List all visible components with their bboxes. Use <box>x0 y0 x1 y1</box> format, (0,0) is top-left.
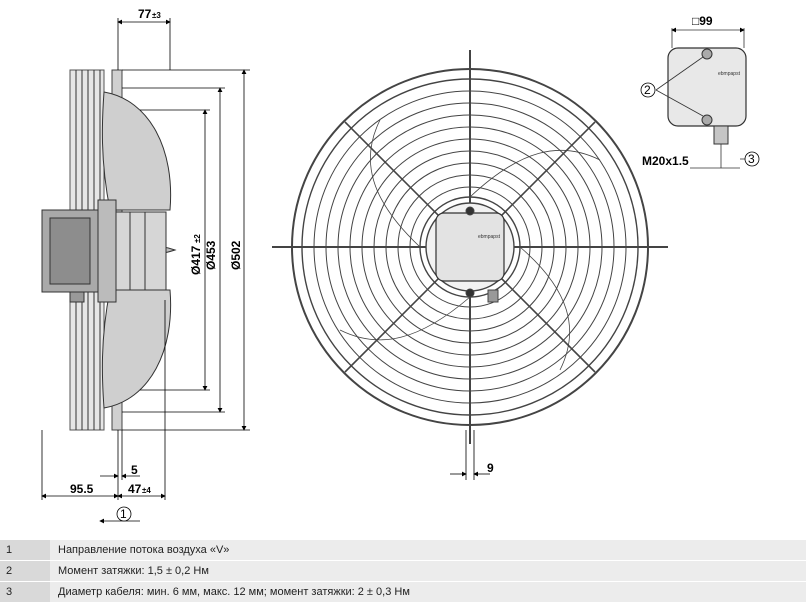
legend-text: Момент затяжки: 1,5 ± 0,2 Нм <box>50 560 806 582</box>
svg-text:1: 1 <box>120 507 127 521</box>
terminal-box-detail <box>655 27 747 169</box>
callout-2: 2 <box>640 82 656 98</box>
legend-text: Диаметр кабеля: мин. 6 мм, макс. 12 мм; … <box>50 581 806 603</box>
side-dimensions <box>41 18 250 524</box>
front-view <box>272 50 668 444</box>
dim-thread: M20x1.5 <box>642 154 689 168</box>
dim-417-tol: ±2 <box>193 234 202 243</box>
dim-95-5: 95.5 <box>70 482 94 496</box>
legend-row: 2 Момент затяжки: 1,5 ± 0,2 Нм <box>0 560 806 582</box>
front-box-logo: ebmpapst <box>478 234 501 240</box>
legend-number: 2 <box>0 560 50 582</box>
technical-drawing: 77 ±3 Ø417 ±2 Ø453 Ø502 5 95.5 47 ±4 1 <box>41 7 760 524</box>
dim-5: 5 <box>131 463 138 477</box>
legend-row: 3 Диаметр кабеля: мин. 6 мм, макс. 12 мм… <box>0 581 806 603</box>
callout-1: 1 <box>116 506 132 522</box>
dim-502: Ø502 <box>229 240 243 270</box>
side-view <box>41 69 177 431</box>
legend-number: 1 <box>0 540 50 561</box>
dim-47-tol: ±4 <box>142 486 151 495</box>
dim-77: 77 <box>138 7 152 21</box>
dim-77-tol: ±3 <box>152 11 161 20</box>
dim-417: Ø417 <box>189 245 203 275</box>
legend-text: Направление потока воздуха «V» <box>50 540 806 561</box>
dim-47: 47 <box>128 482 142 496</box>
svg-text:2: 2 <box>644 83 651 97</box>
detail-box-logo: ebmpapst <box>718 71 741 77</box>
legend-row: 1 Направление потока воздуха «V» <box>0 540 806 561</box>
svg-text:3: 3 <box>748 152 755 166</box>
dim-453: Ø453 <box>204 240 218 270</box>
legend-table: 1 Направление потока воздуха «V» 2 Момен… <box>0 540 806 603</box>
front-dimensions <box>450 430 490 480</box>
callout-3: 3 <box>744 151 760 167</box>
dim-9: 9 <box>487 461 494 475</box>
legend-number: 3 <box>0 581 50 603</box>
dim-box-99: □99 <box>692 14 713 28</box>
